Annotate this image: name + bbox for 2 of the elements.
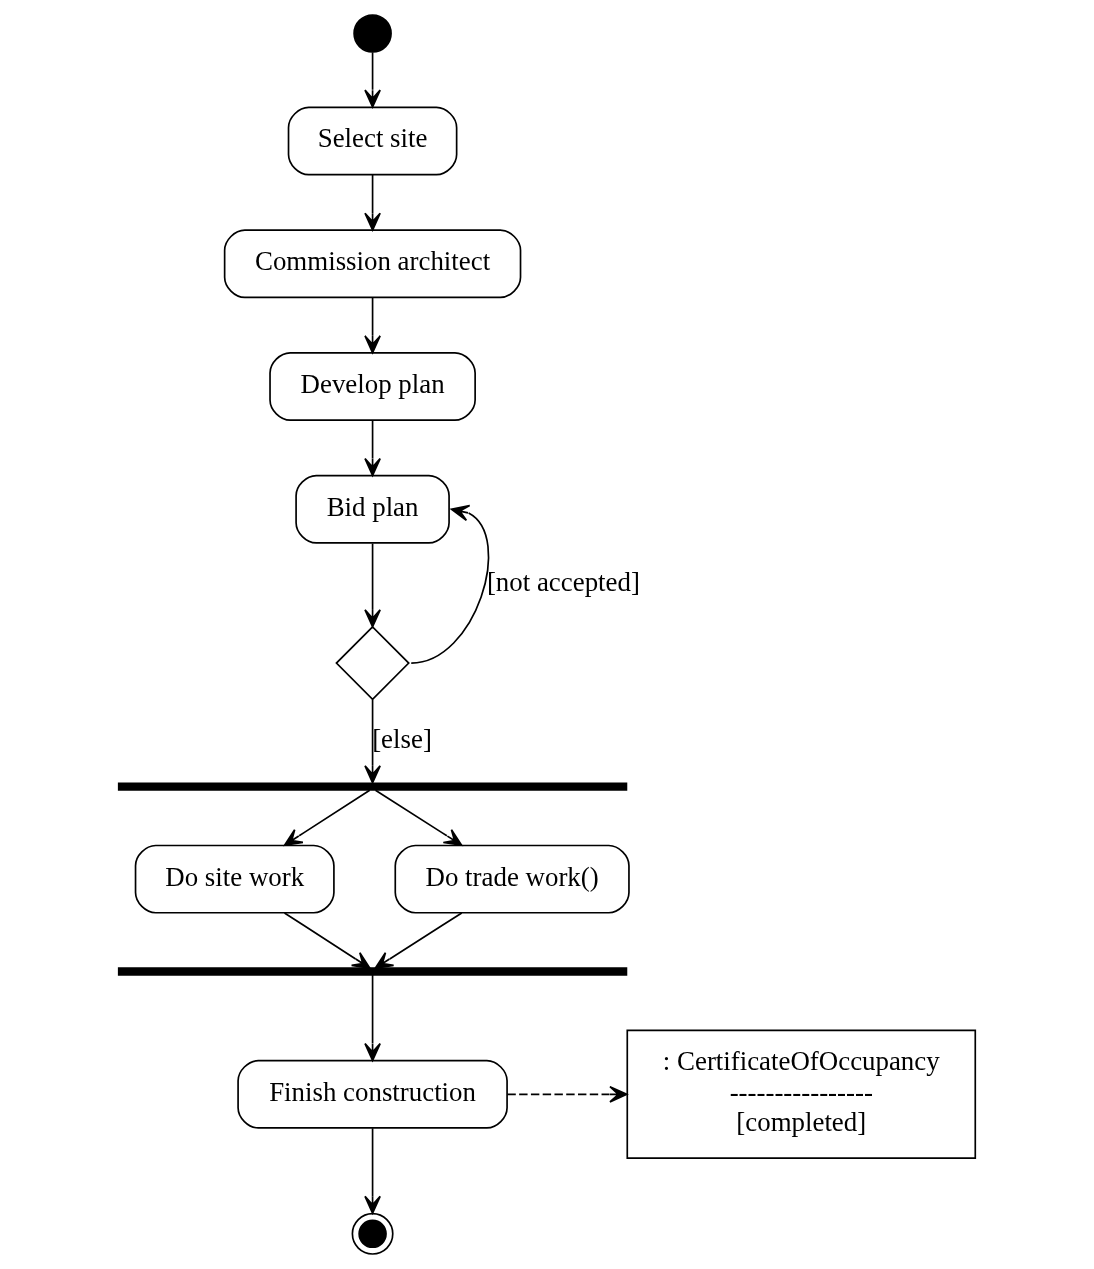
- edge-label: [else]: [372, 723, 432, 754]
- edge-label: [not accepted]: [486, 567, 640, 598]
